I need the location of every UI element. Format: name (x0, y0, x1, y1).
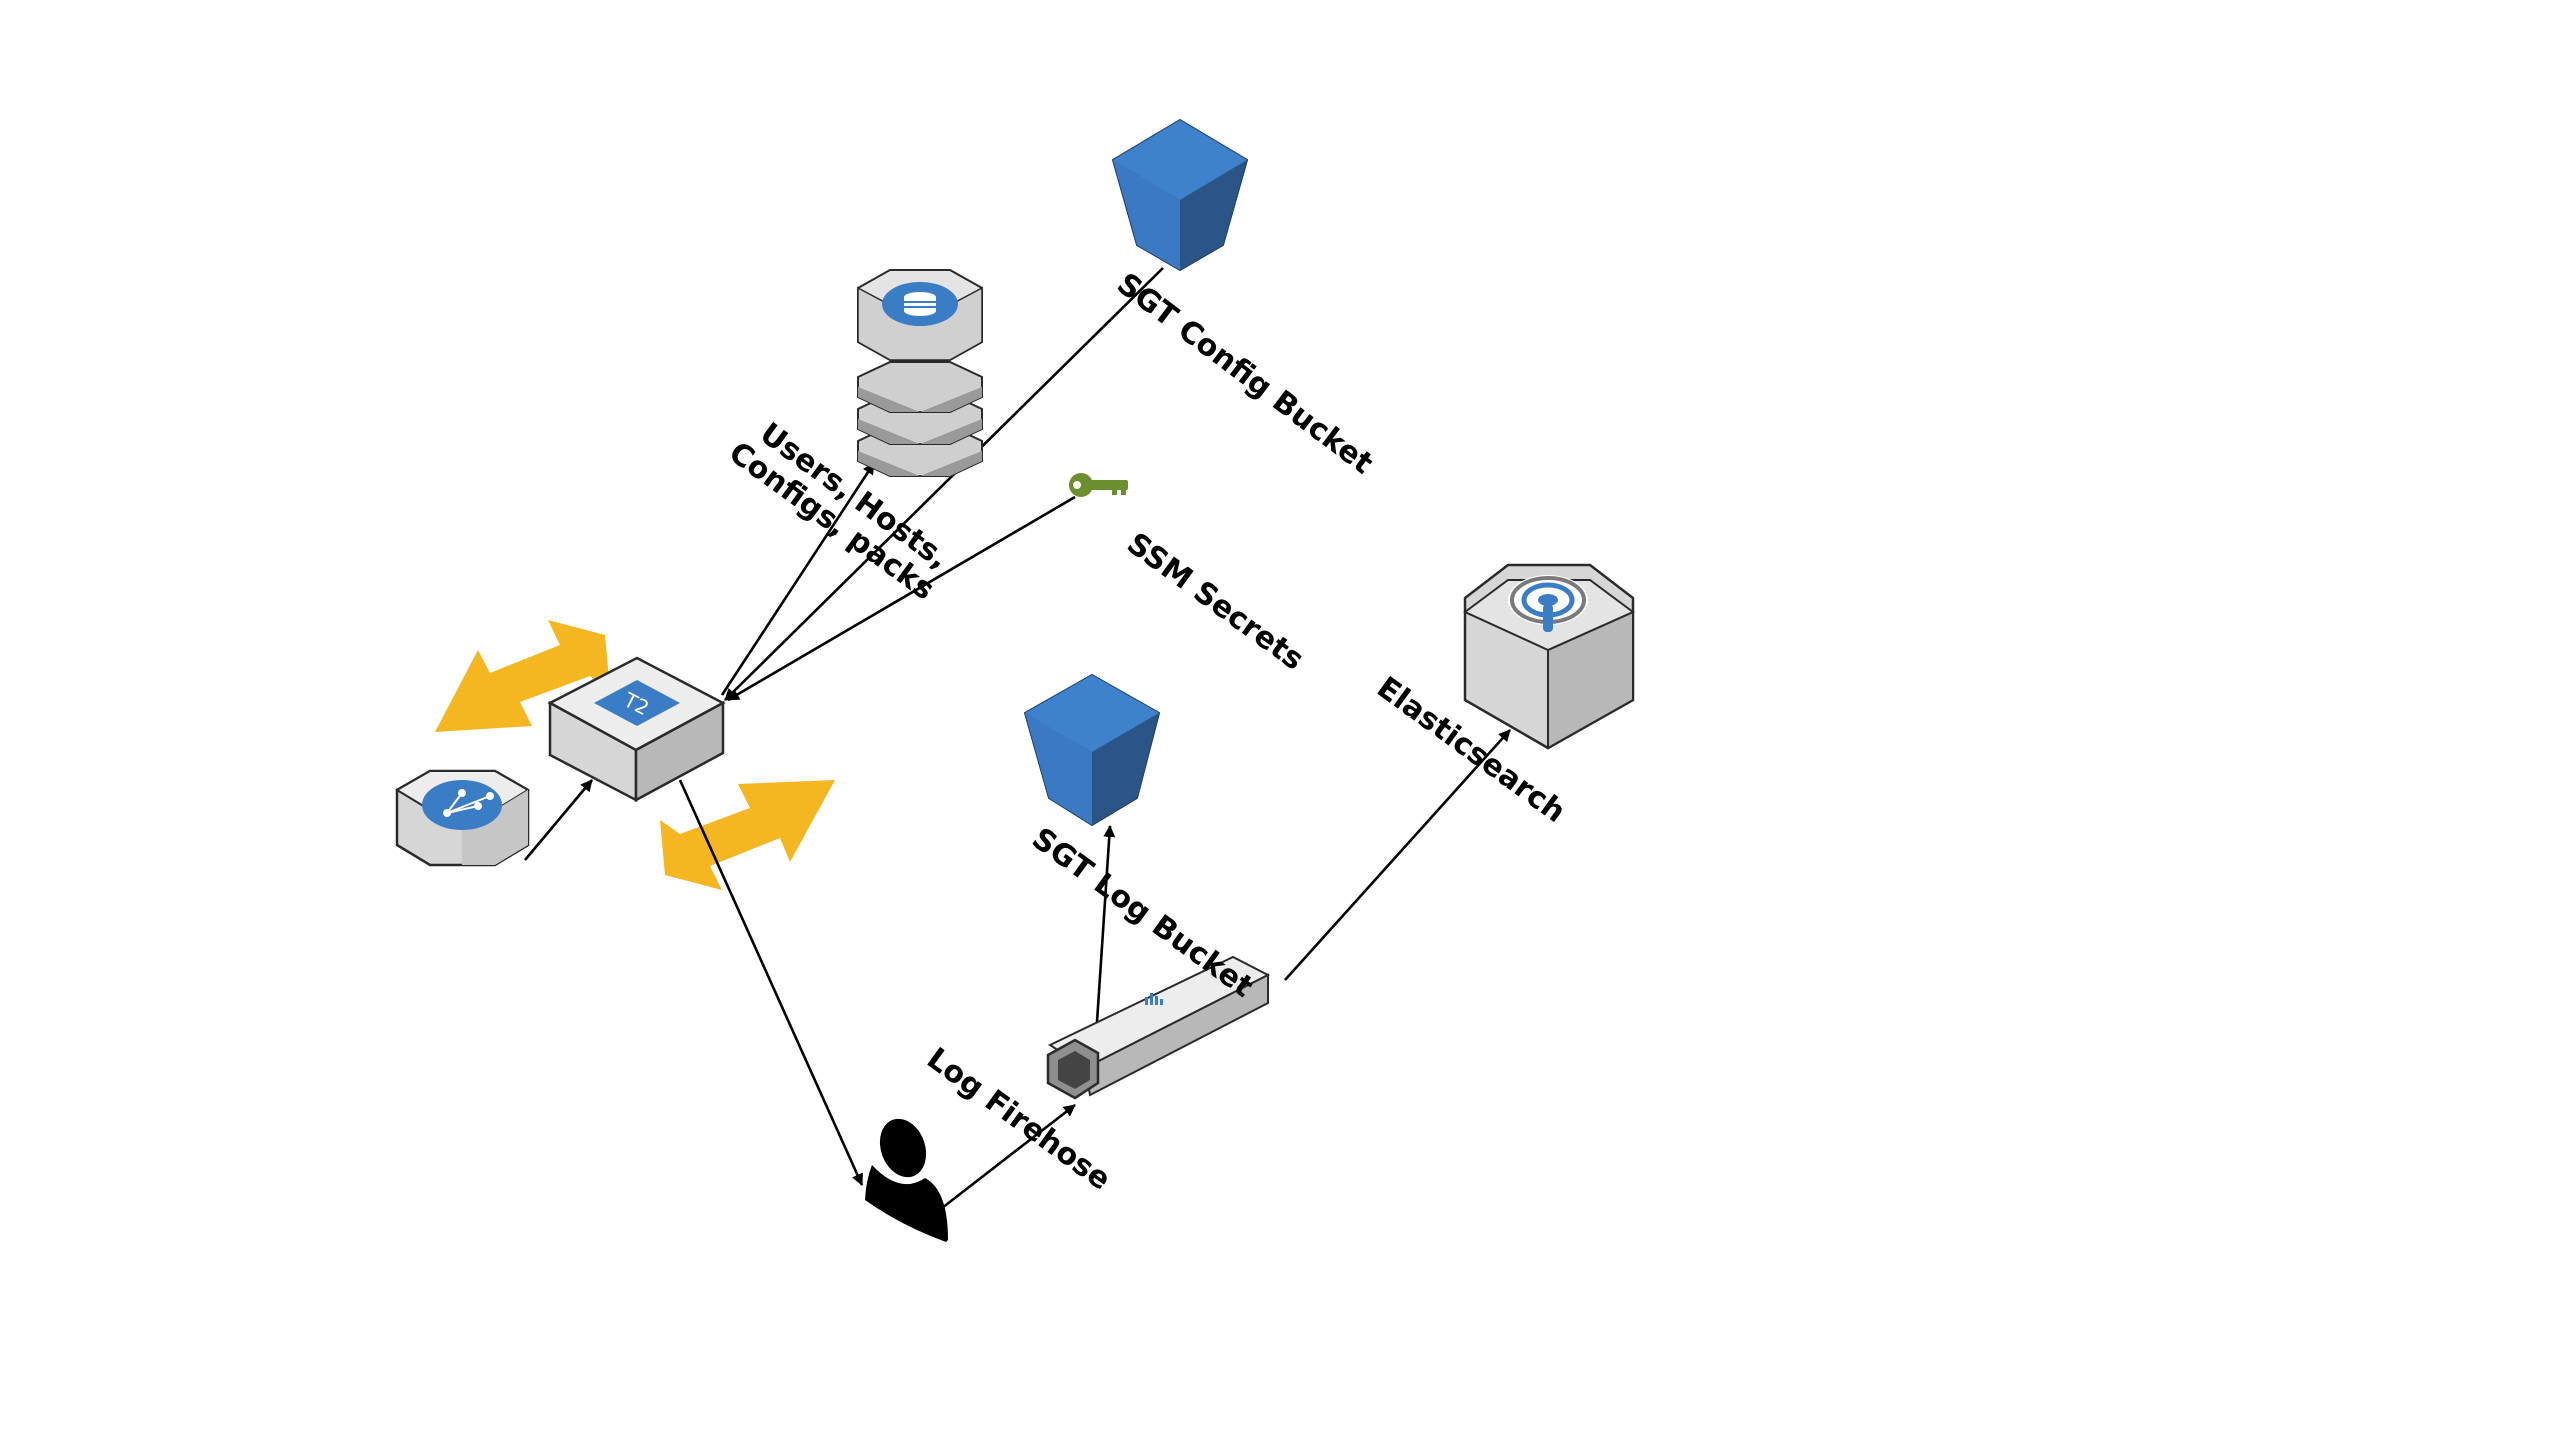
database-stack-icon[interactable] (857, 269, 983, 477)
user-icon[interactable] (865, 1112, 948, 1242)
key-icon[interactable] (1069, 473, 1128, 497)
connector-ec2-to-database (720, 462, 876, 696)
elasticsearch-icon[interactable] (1463, 563, 1635, 750)
ec2-instance-icon[interactable]: T2 (547, 656, 726, 803)
connectors (524, 267, 1511, 1210)
auto-scaling-arrows-icon (435, 620, 835, 890)
connector-lb-to-ec2 (524, 779, 593, 861)
connector-user-to-firehose (941, 1103, 1076, 1210)
kinesis-firehose-icon[interactable] (1046, 955, 1271, 1100)
s3-bucket-icon[interactable] (1023, 673, 1161, 827)
sgt-config-bucket-label: SGT Config Bucket (1110, 266, 1379, 481)
connector-firehose-to-log-bucket (1095, 825, 1116, 1023)
ssm-secrets-label: SSM Secrets (1120, 526, 1310, 677)
connector-ssm-to-ec2 (727, 495, 1076, 702)
connector-ec2-to-user (678, 779, 864, 1186)
connector-firehose-to-elasticsearch (1284, 729, 1511, 981)
s3-bucket-icon[interactable] (1111, 118, 1249, 272)
load-balancer-icon[interactable] (395, 769, 530, 867)
connector-config-bucket-to-ec2 (724, 267, 1164, 701)
sgt-log-bucket-label: SGT Log Bucket (1025, 821, 1259, 1005)
